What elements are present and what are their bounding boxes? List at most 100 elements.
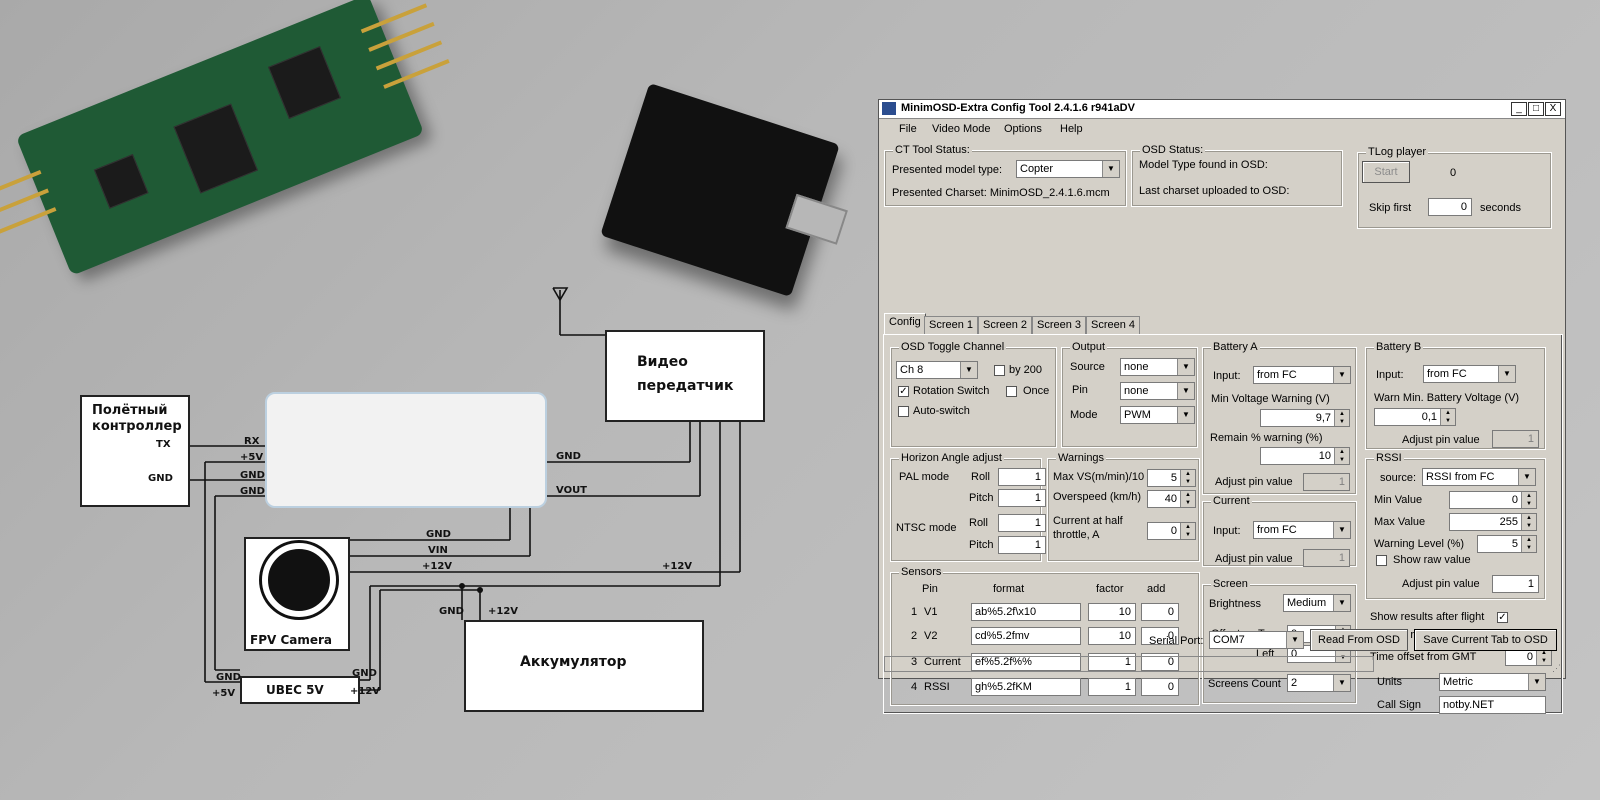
output-mode-select[interactable]: PWM ▼ (1120, 406, 1195, 424)
brightness-select[interactable]: Medium ▼ (1283, 594, 1351, 612)
channel-select[interactable]: Ch 8 ▼ (896, 361, 978, 379)
pal-pitch-input[interactable]: 1 (998, 489, 1046, 507)
close-button[interactable]: X (1545, 102, 1561, 116)
sensor-format-input[interactable]: ef%5.2f%% (971, 653, 1081, 671)
screens-count-select[interactable]: 2 ▼ (1287, 674, 1351, 692)
time-offset-spinner[interactable]: 0 ▲▼ (1505, 648, 1552, 666)
pal-roll-label: Roll (971, 471, 990, 483)
rssi-adjust-input[interactable]: 1 (1492, 575, 1539, 593)
skip-first-value: 0 (1460, 201, 1467, 213)
tlog-start-button[interactable]: Start (1362, 161, 1410, 183)
tab-screen-4[interactable]: Screen 4 (1086, 316, 1141, 334)
output-pin-select[interactable]: none ▼ (1120, 382, 1195, 400)
sensor-add-input[interactable]: 0 (1141, 678, 1179, 696)
serial-port-select[interactable]: COM7 ▼ (1209, 631, 1304, 649)
show-results-checkbox[interactable]: ✓ (1497, 612, 1508, 623)
battery-box: Аккумулятор (464, 620, 704, 712)
osd-board-drawing (265, 392, 547, 508)
menu-options[interactable]: Options (1004, 123, 1042, 135)
sensor-row-num: 3 (911, 656, 918, 668)
show-results-label: Show results after flight (1370, 611, 1485, 623)
warn-min-voltage-spinner[interactable]: 0,1 ▲▼ (1374, 408, 1456, 426)
spinner-arrows-icon[interactable]: ▲▼ (1521, 514, 1536, 530)
tlog-title: TLog player (1366, 146, 1429, 158)
time-offset-value: 0 (1526, 651, 1533, 663)
remain-warning-spinner[interactable]: 10 ▲▼ (1260, 447, 1350, 465)
battery-b-input-select[interactable]: from FC ▼ (1423, 365, 1516, 383)
overspeed-spinner[interactable]: 40 ▲▼ (1147, 490, 1196, 508)
ntsc-pitch-input[interactable]: 1 (998, 536, 1046, 554)
sensor-factor-input[interactable]: 1 (1088, 653, 1136, 671)
ubec-12v-label: +12V (350, 686, 381, 697)
spinner-arrows-icon[interactable]: ▲▼ (1440, 409, 1455, 425)
pal-pitch-label: Pitch (969, 492, 994, 504)
resize-grip-icon[interactable]: ⋰ (1552, 663, 1561, 673)
rssi-source-label: source: (1380, 472, 1417, 484)
seconds-label: seconds (1480, 202, 1521, 214)
sensor-format-input[interactable]: gh%5.2fKM (971, 678, 1081, 696)
chevron-down-icon: ▼ (1333, 675, 1350, 691)
pal-roll-input[interactable]: 1 (998, 468, 1046, 486)
output-source-value: none (1124, 361, 1149, 373)
sensor-factor-input[interactable]: 10 (1088, 627, 1136, 645)
serial-port-label: Serial Port: (1149, 635, 1204, 647)
current-half-spinner[interactable]: 0 ▲▼ (1147, 522, 1196, 540)
menu-video-mode[interactable]: Video Mode (932, 123, 991, 135)
sensor-format-input[interactable]: cd%5.2fmv (971, 627, 1081, 645)
by200-checkbox[interactable] (994, 365, 1005, 376)
spinner-arrows-icon[interactable]: ▲▼ (1536, 649, 1551, 665)
chevron-down-icon: ▼ (1177, 359, 1194, 375)
spinner-arrows-icon[interactable]: ▲▼ (1521, 492, 1536, 508)
show-raw-checkbox[interactable] (1376, 555, 1387, 566)
current-half-label-2: throttle, A (1053, 529, 1100, 541)
rssi-min-spinner[interactable]: 0 ▲▼ (1449, 491, 1537, 509)
sensor-format-input[interactable]: ab%5.2f\x10 (971, 603, 1081, 621)
current-half-value: 0 (1170, 525, 1177, 537)
units-select[interactable]: Metric ▼ (1439, 673, 1546, 691)
sensor-add-input[interactable]: 0 (1141, 627, 1179, 645)
min-voltage-spinner[interactable]: 9,7 ▲▼ (1260, 409, 1350, 427)
spinner-arrows-icon[interactable]: ▲▼ (1180, 470, 1195, 486)
once-checkbox[interactable] (1006, 386, 1017, 397)
rssi-warning-spinner[interactable]: 5 ▲▼ (1477, 535, 1537, 553)
save-tab-to-osd-button[interactable]: Save Current Tab to OSD (1414, 629, 1557, 651)
spinner-arrows-icon[interactable]: ▲▼ (1180, 523, 1195, 539)
spinner-arrows-icon[interactable]: ▲▼ (1334, 410, 1349, 426)
menu-help[interactable]: Help (1060, 123, 1083, 135)
call-sign-input[interactable]: notby.NET (1439, 696, 1546, 714)
model-type-select[interactable]: Copter ▼ (1016, 160, 1120, 178)
rotation-switch-checkbox[interactable]: ✓ (898, 386, 909, 397)
ntsc-roll-input[interactable]: 1 (998, 514, 1046, 532)
read-from-osd-button[interactable]: Read From OSD (1310, 629, 1408, 651)
model-found-label: Model Type found in OSD: (1139, 159, 1268, 171)
units-label: Units (1377, 676, 1403, 688)
spinner-arrows-icon[interactable]: ▲▼ (1521, 536, 1536, 552)
tab-screen-1[interactable]: Screen 1 (924, 316, 979, 334)
spinner-arrows-icon[interactable]: ▲▼ (1180, 491, 1195, 507)
skip-first-input[interactable]: 0 (1428, 198, 1472, 216)
battery-a-adjust-input: 1 (1303, 473, 1350, 491)
tab-config[interactable]: Config (884, 313, 926, 335)
tab-screen-3[interactable]: Screen 3 (1032, 316, 1087, 334)
spinner-arrows-icon[interactable]: ▲▼ (1334, 448, 1349, 464)
menu-file[interactable]: File (899, 123, 917, 135)
sensor-add-input[interactable]: 0 (1141, 653, 1179, 671)
time-offset-label: Time offset from GMT (1370, 651, 1477, 663)
current-input-select[interactable]: from FC ▼ (1253, 521, 1351, 539)
rssi-source-select[interactable]: RSSI from FC ▼ (1422, 468, 1536, 486)
maximize-button[interactable]: □ (1528, 102, 1544, 116)
rssi-warning-value: 5 (1511, 538, 1518, 550)
show-raw-label: Show raw value (1393, 554, 1471, 566)
rssi-max-spinner[interactable]: 255 ▲▼ (1449, 513, 1537, 531)
tab-screen-2[interactable]: Screen 2 (978, 316, 1033, 334)
vtx-line1: Видео (637, 354, 688, 370)
max-vs-spinner[interactable]: 5 ▲▼ (1147, 469, 1196, 487)
minimize-button[interactable]: _ (1511, 102, 1527, 116)
title-bar: MinimOSD-Extra Config Tool 2.4.1.6 r941a… (879, 100, 1565, 119)
sensor-factor-input[interactable]: 1 (1088, 678, 1136, 696)
output-source-select[interactable]: none ▼ (1120, 358, 1195, 376)
sensor-add-input[interactable]: 0 (1141, 603, 1179, 621)
sensor-factor-input[interactable]: 10 (1088, 603, 1136, 621)
auto-switch-checkbox[interactable] (898, 406, 909, 417)
battery-a-input-select[interactable]: from FC ▼ (1253, 366, 1351, 384)
